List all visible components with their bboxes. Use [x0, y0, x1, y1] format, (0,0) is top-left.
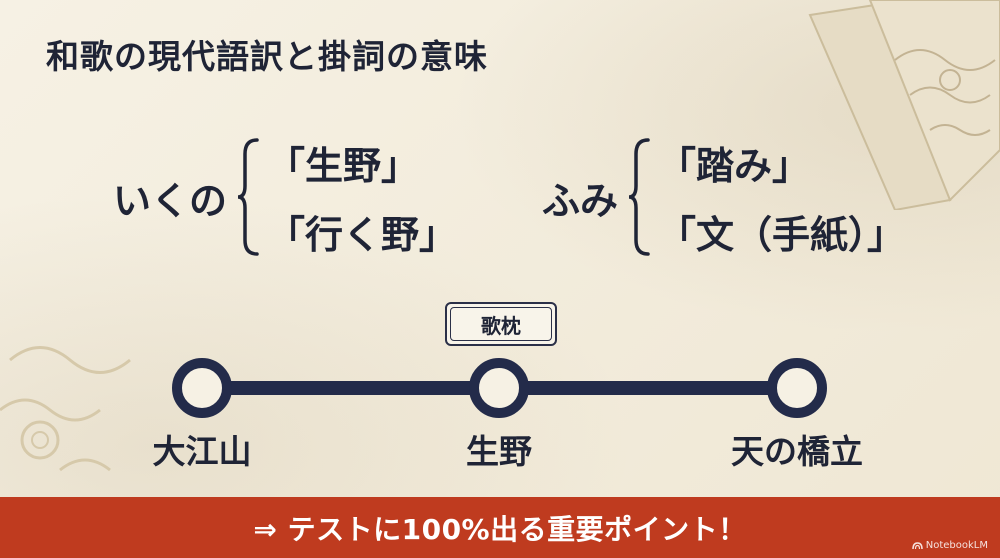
group-head: いくの: [113, 178, 228, 223]
stop-label-ooeyama: 大江山: [152, 432, 252, 471]
stop-label-amanohashidate: 天の橋立: [731, 432, 863, 471]
footer-text: ⇒ テストに100%出る重要ポイント！: [253, 512, 747, 546]
page-title: 和歌の現代語訳と掛詞の意味: [46, 37, 488, 76]
circle-node-icon: [172, 358, 232, 418]
notebooklm-logo-icon: [912, 542, 923, 550]
stop-label-ikuno: 生野: [466, 432, 532, 471]
kakekotoba-group-fumi: ふみ 「踏み」 「文（手紙）」: [542, 135, 905, 259]
watermark: NotebookLM: [912, 540, 988, 551]
kakekotoba-group-ikuno: いくの 「生野」 「行く野」: [113, 135, 457, 259]
circle-node-icon: [469, 358, 529, 418]
watermark-text: NotebookLM: [925, 540, 988, 551]
left-curly-brace-icon: [628, 138, 650, 256]
option-item: 「生野」: [267, 144, 420, 188]
option-list: 「生野」 「行く野」: [267, 135, 457, 259]
option-list: 「踏み」 「文（手紙）」: [658, 135, 905, 259]
option-item: 「文（手紙）」: [658, 213, 906, 257]
option-item: 「踏み」: [658, 144, 811, 188]
option-item: 「行く野」: [267, 213, 458, 257]
circle-node-icon: [767, 358, 827, 418]
left-curly-brace-icon: [237, 138, 259, 256]
badge-label: 歌枕: [450, 307, 552, 341]
group-head: ふみ: [542, 178, 619, 223]
footer-banner: ⇒ テストに100%出る重要ポイント！ NotebookLM: [0, 497, 1000, 558]
utamakura-badge: 歌枕: [445, 302, 557, 346]
